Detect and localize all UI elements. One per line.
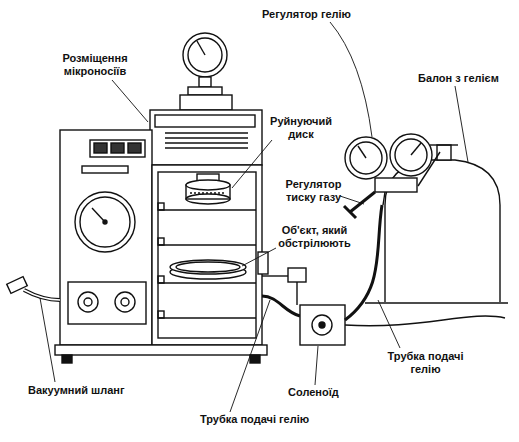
hoses-and-valves-part	[312, 315, 332, 335]
gene-gun-body-part	[165, 147, 248, 148]
gene-gun-body-part	[150, 110, 262, 165]
pressure-regulator-part	[395, 139, 427, 171]
leader-lines-part	[232, 140, 272, 188]
gene-gun-body-part	[82, 166, 128, 173]
gene-gun-body-part	[250, 355, 260, 363]
pressure-regulator-part	[358, 146, 366, 158]
leader-lines-part	[112, 80, 148, 122]
pressure-regulator-part	[390, 134, 432, 176]
hoses-and-valves-part	[319, 322, 325, 328]
gene-gun-body-part	[197, 41, 205, 55]
gene-gun-body-part	[90, 140, 145, 157]
gene-gun-body-part	[165, 142, 248, 143]
gene-gun-body	[55, 33, 268, 363]
gene-gun-body-part	[158, 172, 256, 338]
gene-gun-body-part	[152, 165, 262, 345]
hoses-and-valves-part	[7, 277, 28, 294]
pressure-regulator-part	[345, 137, 387, 179]
gene-gun-body-part	[158, 203, 164, 210]
callout-label: Вакуумний шланг	[28, 384, 138, 397]
pressure-regulator-part	[350, 192, 375, 212]
gene-gun-body-part	[128, 143, 141, 153]
gene-gun-body-part	[165, 137, 248, 138]
gene-gun-body-part	[78, 292, 98, 312]
hoses-and-valves-part	[300, 305, 345, 345]
callout-label: Трубка подачі гелію	[200, 413, 330, 426]
callout-label: Регулятор гелію	[262, 8, 372, 21]
helium-tank	[365, 145, 508, 303]
gene-gun-body-part	[158, 317, 256, 318]
callout-label: Руйнуючий диск	[266, 115, 336, 141]
gene-gun-body-part	[158, 311, 164, 318]
gene-gun-body-part	[80, 197, 130, 247]
gene-gun-body-part	[155, 115, 255, 127]
gene-gun-body-part	[188, 38, 222, 72]
pressure-regulator-part	[383, 192, 385, 205]
gene-gun-body-part	[94, 143, 107, 153]
pressure-regulator-part	[411, 143, 421, 155]
gene-gun-body-part	[68, 282, 146, 324]
pressure-regulator-part	[375, 178, 417, 192]
leader-lines-part	[230, 300, 270, 412]
gene-gun-body-part	[186, 180, 230, 190]
hoses-and-valves-part	[296, 282, 297, 305]
gene-gun-body-part	[183, 33, 227, 77]
gene-gun-body-part	[75, 192, 135, 252]
callout-label: Розміщення мікроносіїв	[50, 52, 140, 78]
leader-lines-part	[315, 346, 318, 385]
helium-tank-part	[365, 302, 508, 303]
gene-gun-body-part	[62, 355, 72, 363]
callout-label: Об'єкт, який обстрілюють	[272, 224, 357, 250]
gene-gun-body-part	[170, 260, 246, 274]
hoses-and-valves-part	[24, 290, 60, 300]
gene-gun-body-part	[158, 282, 256, 283]
gene-gun-body-part	[158, 244, 256, 245]
gene-gun-body-part	[158, 276, 164, 283]
gene-gun-body-part	[55, 345, 267, 355]
leader-lines-part	[40, 298, 55, 382]
gene-gun-body-part	[103, 220, 107, 224]
pressure-regulator	[344, 134, 432, 218]
gene-gun-body-part	[186, 194, 230, 204]
gene-gun-body-part	[165, 132, 248, 133]
gene-gun-body-part	[121, 298, 129, 306]
leader-lines-part	[330, 22, 372, 137]
gene-gun-body-part	[111, 143, 124, 153]
gene-gun-body-part	[92, 208, 105, 222]
gene-gun-body-part	[199, 77, 211, 87]
hoses-and-valves-part	[288, 268, 306, 282]
callout-label: Трубка подачі гелію	[378, 350, 473, 376]
gene-gun-body-part	[180, 95, 232, 110]
gene-gun-body-part	[158, 209, 256, 210]
leader-lines-part	[340, 196, 364, 204]
callout-label: Регулятор тиску газу	[276, 178, 351, 204]
gene-gun-body-part	[190, 192, 226, 193]
leader-lines-part	[378, 300, 400, 348]
leader-lines-part	[455, 86, 468, 162]
hoses-and-valves-part	[262, 275, 288, 276]
hoses-and-valves-part	[24, 290, 60, 300]
gene-gun-body-part	[176, 262, 240, 272]
leader-lines-part	[242, 248, 276, 266]
helium-tank-part	[430, 144, 458, 145]
callout-label: Соленоїд	[288, 386, 358, 399]
gene-gun-body-part	[84, 298, 92, 306]
gene-gun-body-part	[115, 292, 135, 312]
hoses-and-valves-part	[345, 316, 505, 326]
gene-gun-body-part	[158, 238, 164, 245]
callout-label: Балон з гелієм	[418, 72, 518, 85]
gene-gun-body-part	[188, 87, 222, 95]
pressure-regulator-part	[350, 142, 382, 174]
gene-gun-body-part	[60, 130, 152, 345]
pressure-regulator-part	[344, 206, 356, 218]
